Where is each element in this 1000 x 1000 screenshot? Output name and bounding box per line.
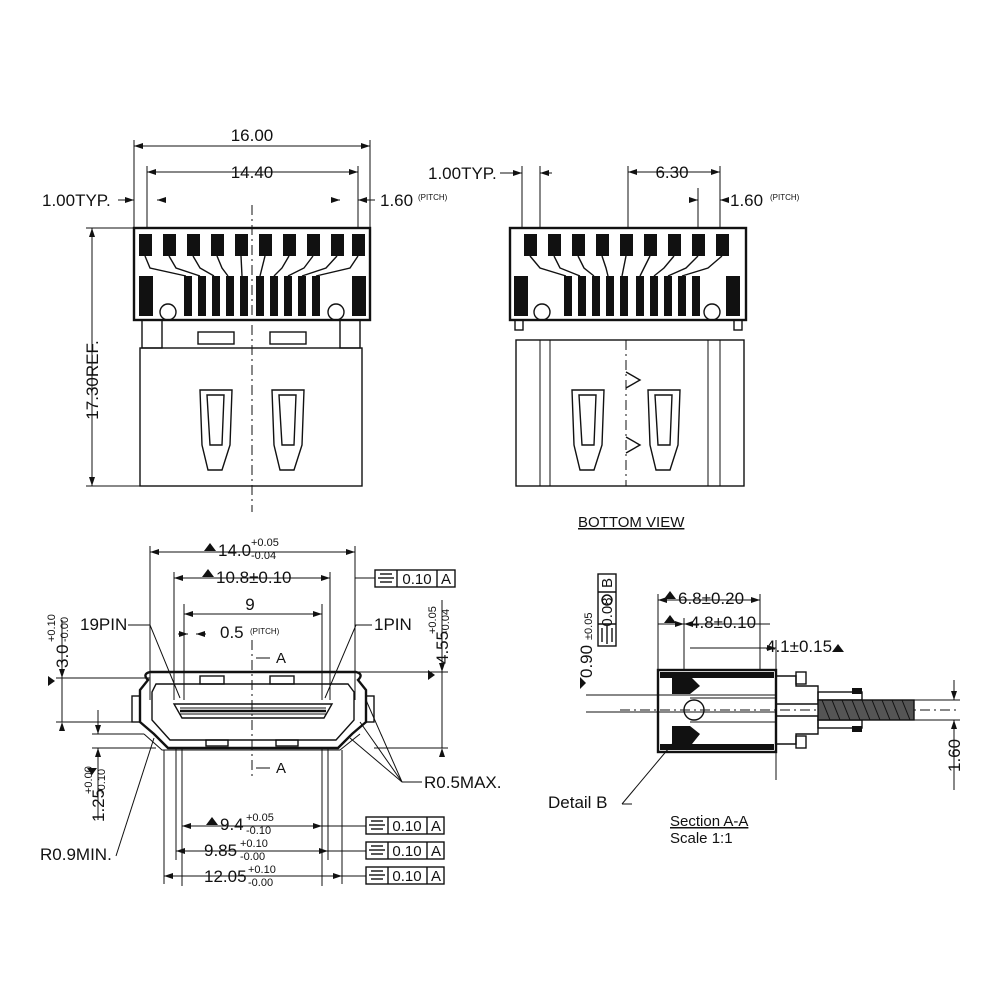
front-view: 14.0 +0.05 -0.04 10.8±0.10 0.10 A 9 [40,537,501,889]
width-14-tol-plus: +0.05 [251,537,279,549]
control-datum-1205: A [431,868,441,885]
control-value-94: 0.10 [392,818,421,835]
top-pin-row [139,234,366,321]
width-985-tol-plus: +0.10 [240,838,268,850]
control-value-108: 0.10 [402,571,431,588]
width-1205-dim: 12.05 [204,867,247,886]
pitch-dim: 1.60 [380,191,413,210]
width-14-dim: 14.0 [218,541,251,560]
section-title: Section A-A [670,813,748,830]
section-view: 0.90 ±0.05 B 0.08 6.8±0.20 4.8 [548,573,964,847]
d160-dim: 1.60 [945,739,964,772]
control-frame-108: 0.10 A [374,569,456,588]
width-985-tol-minus: -0.00 [240,851,265,863]
height-455-tol-plus: +0.05 [427,606,439,634]
pin-span-9-dim: 9 [245,595,254,614]
pin-typ-dim: 1.00TYP. [42,191,111,210]
width-985-dim: 9.85 [204,841,237,860]
radius-09-label: R0.9MIN. [40,845,112,864]
control-frame-94: 0.10 A [365,816,445,835]
width-1205-tol-plus: +0.10 [248,864,276,876]
pin1-label: 1PIN [374,615,412,634]
control-datum-94: A [431,818,441,835]
height-455-tol-minus: -0.04 [440,609,452,634]
control-datum-985: A [431,843,441,860]
height-30-dim: 3.0 [53,644,72,668]
width-1205-tol-minus: -0.00 [248,877,273,889]
bottom-pin-typ-dim: 1.00TYP. [428,164,497,183]
top-view: 16.00 14.40 1.00TYP. 1.60 (PITCH) 17.30R… [42,126,448,512]
pcb-hatch [821,699,911,721]
pitch-note: (PITCH) [418,193,448,202]
control-value-1205: 0.10 [392,868,421,885]
width-94-tol-plus: +0.05 [246,812,274,824]
bottom-pitch-note: (PITCH) [770,193,800,202]
d41-dim: 4.1±0.15 [766,637,832,656]
pin19-label: 19PIN [80,615,127,634]
bottom-pin-row [514,234,740,321]
width-14-tol-minus: -0.04 [251,550,276,562]
bottom-span-dim: 6.30 [655,163,688,182]
height-30-tol-plus: +0.10 [46,614,58,642]
width-94-dim: 9.4 [220,815,244,834]
control-frame-985: 0.10 A [365,841,445,860]
control-value-985: 0.10 [392,843,421,860]
bottom-view-caption: BOTTOM VIEW [578,514,685,531]
ctrl-datum-090: B [599,578,616,588]
d48-dim: 4.8±0.10 [690,613,756,632]
height-ref-dim: 17.30REF. [83,340,102,419]
section-a-top: A [276,650,286,667]
d090-tol: ±0.05 [583,613,595,640]
height-125-tol-minus: -0.10 [96,769,108,794]
control-frame-090: B 0.08 [597,573,617,647]
pitch-05-note: (PITCH) [250,627,280,636]
ctrl-value-090: 0.08 [599,597,616,626]
control-frame-1205: 0.10 A [365,866,445,885]
height-455-dim: 4.55 [433,631,452,664]
overall-width-dim: 16.00 [231,126,274,145]
width-108-dim: 10.8±0.10 [216,568,292,587]
bottom-pitch-dim: 1.60 [730,191,763,210]
pin-span-dim: 14.40 [231,163,274,182]
section-a-bottom: A [276,760,286,777]
width-94-tol-minus: -0.10 [246,825,271,837]
detail-b-label: Detail B [548,793,608,812]
d68-dim: 6.8±0.20 [678,589,744,608]
control-datum-108: A [441,571,451,588]
bottom-view: 1.00TYP. 6.30 1.60 (PITCH) [428,163,800,531]
height-125-dim: 1.25 [89,789,108,822]
pitch-05-dim: 0.5 [220,623,244,642]
section-scale: Scale 1:1 [670,830,733,847]
d090-dim: 0.90 [577,645,596,678]
radius-05-label: R0.5MAX. [424,773,501,792]
height-30-tol-minus: -0.00 [59,617,71,642]
